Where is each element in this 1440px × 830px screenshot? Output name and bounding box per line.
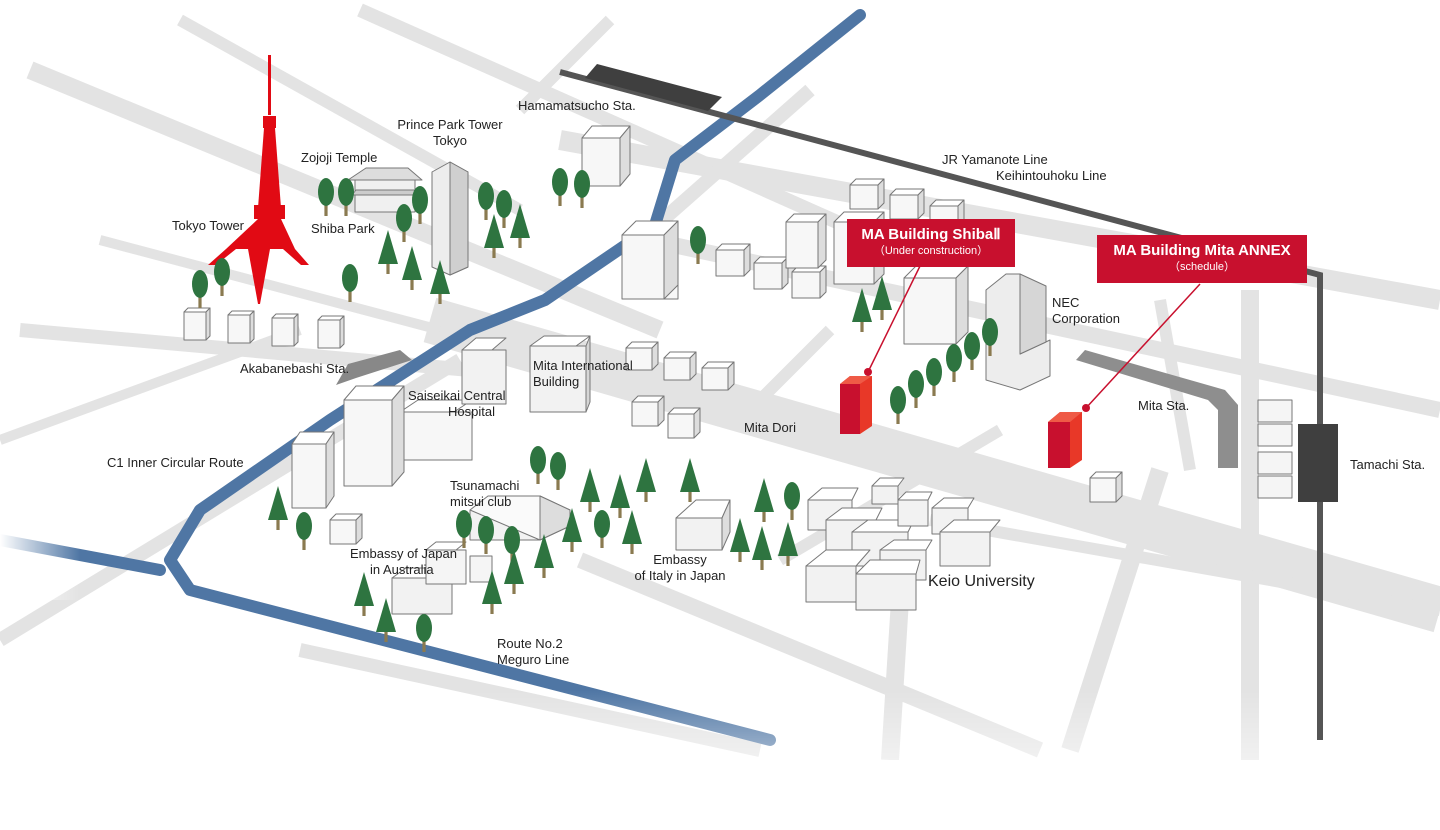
mita-international-building: [529, 335, 591, 413]
building-icon: [903, 265, 969, 345]
tree-icon: [214, 258, 230, 296]
tree-icon: [784, 482, 800, 520]
building-icon: [343, 385, 405, 487]
tree-icon: [946, 344, 962, 382]
building-icon: [791, 265, 827, 299]
building-icon: [631, 395, 665, 427]
tree-icon: [530, 446, 546, 484]
label-embassy-of-japan-in-australia: Embassy of Japan in Australia: [350, 546, 457, 577]
building-icon: [183, 307, 211, 341]
label-route-no2-meguro-line: Route No.2 Meguro Line: [497, 636, 570, 667]
buildings: [183, 125, 1293, 615]
tree-icon: [550, 452, 566, 490]
temple-building: [347, 167, 423, 213]
building-icon: [753, 256, 789, 290]
label-tamachi-station: Tamachi Sta.: [1350, 457, 1426, 472]
tree-icon: [580, 468, 600, 512]
label-keihintouhoku-line: Keihintouhoku Line: [996, 168, 1107, 183]
tree-icon: [752, 526, 772, 570]
label-shiba-park: Shiba Park: [311, 221, 375, 236]
prince-park-tower: [431, 161, 469, 276]
callout-ma-building-mita-annex[interactable]: MA Building Mita ANNEX （schedule）: [1097, 235, 1307, 283]
building-icon: [227, 310, 255, 344]
tree-icon: [964, 332, 980, 370]
building-icon: [889, 188, 925, 220]
ma-building-shiba-ii-marker[interactable]: [840, 261, 923, 434]
building-icon: [329, 513, 363, 545]
station-platforms: [336, 64, 1338, 502]
building-icon: [849, 178, 885, 210]
tree-icon: [496, 190, 512, 228]
callout-subtitle: （schedule）: [1168, 261, 1236, 273]
building-icon: [271, 313, 299, 347]
nec-building: [985, 273, 1051, 391]
building-icon: [1089, 471, 1123, 503]
label-hamamatsucho-station: Hamamatsucho Sta.: [518, 98, 636, 113]
tree-icon: [594, 510, 610, 548]
embassy-of-italy-in-japan: [675, 499, 731, 551]
tree-icon: [478, 182, 494, 220]
embassy-of-japan-in-australia: [391, 541, 493, 615]
label-mita-international-building: Mita International Building: [533, 358, 633, 389]
label-prince-park-tower: Prince Park Tower Tokyo: [397, 117, 503, 148]
tree-icon: [534, 534, 554, 578]
label-jr-yamanote-line: JR Yamanote Line: [942, 152, 1048, 167]
railways: [559, 69, 1323, 740]
tree-icon: [268, 486, 288, 530]
saiseikai-hospital: [399, 337, 507, 461]
tree-icon: [574, 170, 590, 208]
tree-icon: [378, 230, 398, 274]
callout-subtitle: （Under construction）: [873, 245, 989, 257]
building-icon: [663, 351, 697, 381]
tree-icon: [552, 168, 568, 206]
label-akabanebashi-station: Akabanebashi Sta.: [240, 361, 350, 376]
label-mita-dori: Mita Dori: [744, 420, 797, 435]
building-icon: [785, 213, 827, 269]
callout-ma-building-shiba-ii[interactable]: MA Building ShibaⅡ （Under construction）: [847, 219, 1015, 267]
label-saiseikai-hospital: Saiseikai Central Hospital: [408, 388, 506, 419]
ma-building-mita-annex-marker[interactable]: [1048, 283, 1201, 468]
building-icon: [667, 407, 701, 439]
label-nec-corporation: NEC Corporation: [1052, 295, 1120, 326]
tree-icon: [342, 264, 358, 302]
tree-icon: [412, 186, 428, 224]
building-icon: [621, 220, 679, 300]
label-keio-university: Keio University: [928, 573, 1035, 590]
label-embassy-of-italy-in-japan: Embassy of Italy in Japan: [634, 552, 726, 583]
label-c1-inner-circular-route: C1 Inner Circular Route: [107, 455, 244, 470]
building-icon: [701, 361, 735, 391]
building-icon: [317, 315, 345, 349]
tree-icon: [192, 270, 208, 308]
label-tokyo-tower: Tokyo Tower: [172, 218, 245, 233]
callout-title: MA Building ShibaⅡ: [861, 226, 1001, 243]
callout-title: MA Building Mita ANNEX: [1113, 242, 1291, 259]
building-icon: [291, 431, 335, 509]
label-mita-station: Mita Sta.: [1138, 398, 1190, 413]
tree-icon: [504, 550, 524, 594]
tree-icon: [402, 246, 422, 290]
tree-icon: [318, 178, 334, 216]
tree-icon: [890, 386, 906, 424]
building-icon: [715, 243, 751, 277]
tree-icon: [354, 572, 374, 616]
tower-icon: [208, 55, 309, 304]
tree-icon: [754, 478, 774, 522]
keio-university-buildings: [805, 477, 1001, 611]
tree-icon: [622, 510, 642, 554]
tree-icon: [680, 458, 700, 502]
building-icon: [625, 341, 659, 371]
tree-icon: [908, 370, 924, 408]
tree-icon: [636, 458, 656, 502]
tree-icon: [926, 358, 942, 396]
label-tsunamachi-mitsui-club: Tsunamachi mitsui club: [450, 478, 520, 509]
tree-icon: [296, 512, 312, 550]
tree-icon: [610, 474, 630, 518]
building-icon: [1257, 399, 1293, 499]
tree-icon: [478, 516, 494, 554]
building-icon: [581, 125, 631, 187]
label-zojoji-temple: Zojoji Temple: [301, 150, 378, 165]
